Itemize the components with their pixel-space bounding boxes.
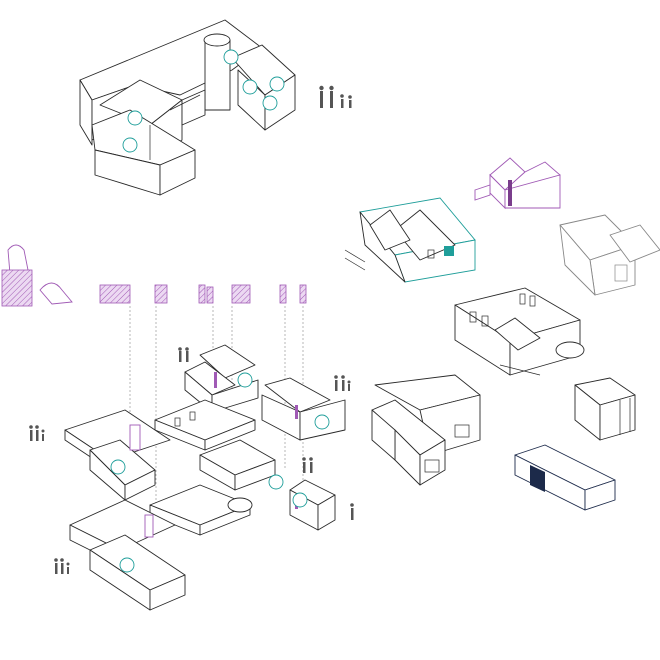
door-marker-icon <box>262 95 278 111</box>
door-elements-row <box>99 284 307 304</box>
grey-house-right <box>559 214 660 296</box>
gabled-house-right <box>371 374 481 486</box>
two-storey-sketch-house <box>454 287 585 376</box>
builder-figure-icon <box>1 244 73 307</box>
person-icon <box>350 503 354 520</box>
door-marker-icon <box>110 459 126 475</box>
door-marker-icon <box>292 492 308 508</box>
door-marker-icon <box>119 557 135 573</box>
bottom-gable-house <box>69 499 186 611</box>
porch-house-right <box>574 377 636 441</box>
door-marker-icon <box>122 137 138 153</box>
main-house-top <box>79 19 296 196</box>
teal-outlined-house <box>344 197 476 283</box>
family-icon <box>334 375 351 391</box>
door-marker-icon <box>269 76 285 92</box>
door-markers-lower <box>110 372 330 573</box>
gable-house-right-mid <box>261 377 346 441</box>
door-marker-icon <box>268 474 284 490</box>
purple-small-house <box>474 157 561 210</box>
door-marker-icon <box>223 49 239 65</box>
door-markers-top <box>122 49 285 153</box>
family-icon <box>54 558 70 574</box>
wall-frame-lower <box>149 484 253 536</box>
family-icon <box>302 457 313 473</box>
family-icon <box>178 347 189 362</box>
door-marker-icon <box>127 110 143 126</box>
curved-wall-segment <box>199 439 276 491</box>
door-marker-icon <box>242 79 258 95</box>
door-marker-icon <box>237 372 253 388</box>
dark-garage-unit <box>514 444 616 511</box>
wall-frame-segment <box>154 399 256 451</box>
family-icon <box>29 425 45 441</box>
family-icon <box>319 85 352 108</box>
door-marker-icon <box>314 414 330 430</box>
large-gable-house-lower <box>64 409 171 501</box>
